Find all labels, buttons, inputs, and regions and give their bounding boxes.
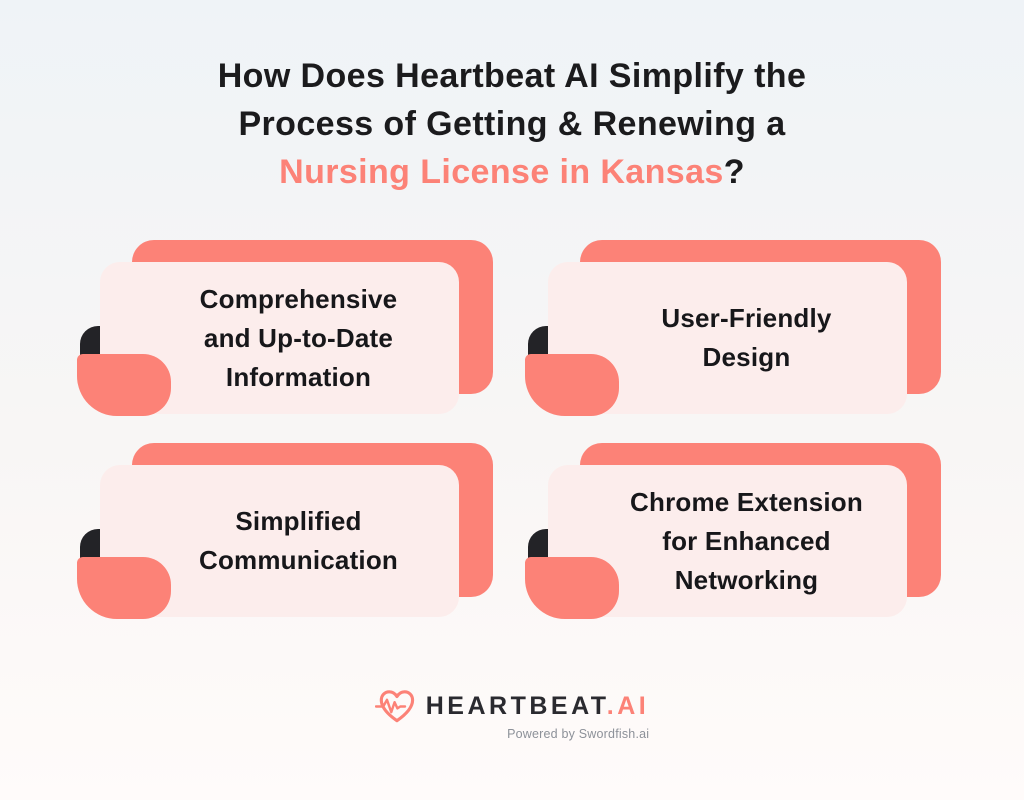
brand-primary: HEARTBEAT (425, 691, 607, 720)
brand-accent: .AI (606, 691, 650, 720)
title-question-mark: ? (723, 153, 745, 191)
title-line-1: How Does Heartbeat AI Simplify the (217, 57, 807, 95)
footer-logo: HEARTBEAT.AI Powered by Swordfish.ai (0, 688, 1024, 741)
page-title: How Does Heartbeat AI Simplify the Proce… (0, 52, 1024, 196)
title-highlight: Nursing License in Kansas (279, 153, 724, 191)
title-line-2: Process of Getting & Renewing a (238, 105, 786, 143)
brand-tagline: Powered by Swordfish.ai (507, 727, 650, 741)
title-line-3: Nursing License in Kansas? (0, 148, 1024, 196)
corner-blob-icon (525, 557, 619, 619)
heart-pulse-icon (374, 690, 414, 723)
corner-blob-icon (525, 354, 619, 416)
corner-blob-icon (77, 354, 171, 416)
brand-wordmark: HEARTBEAT.AI (426, 692, 650, 721)
corner-blob-icon (77, 557, 171, 619)
